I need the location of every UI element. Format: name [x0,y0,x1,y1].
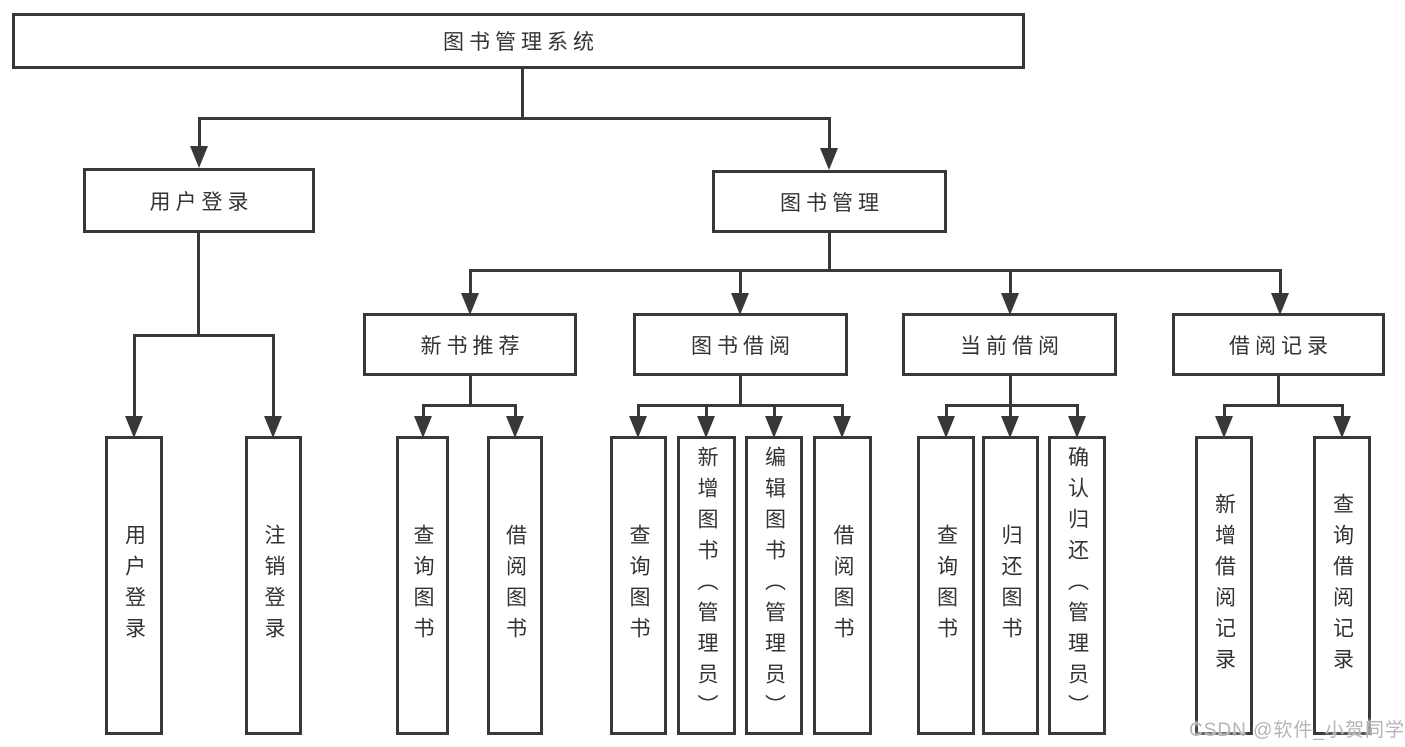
connector-line [1076,404,1079,418]
node-new-book-recommend-label: 新书推荐 [420,334,525,358]
connector-line [1341,404,1344,418]
leaf-logout-label: 注销登录 [262,523,285,648]
leaf-borrow-books-label: 借阅图书 [831,523,854,648]
leaf-add-borrow-record: 新增借阅记录 [1195,436,1253,735]
connector-line [198,117,831,120]
connector-line [945,404,1079,407]
node-user-login-label: 用户登录 [149,190,254,214]
connector-arrowhead [937,416,955,438]
node-new-book-recommend: 新书推荐 [363,313,577,376]
connector-arrowhead [190,146,208,168]
leaf-borrow-query-books: 查询图书 [610,436,667,735]
connector-line [1277,376,1280,407]
node-book-borrow: 图书借阅 [633,313,848,376]
connector-line [773,404,776,418]
connector-line [133,334,275,337]
connector-line [197,233,200,337]
leaf-edit-books-admin: 编辑图书（管理员） [745,436,803,735]
leaf-borrow-books: 借阅图书 [813,436,872,735]
leaf-return-books: 归还图书 [982,436,1039,735]
node-root: 图书管理系统 [12,13,1025,69]
connector-arrowhead [1271,293,1289,315]
leaf-return-books-label: 归还图书 [999,523,1022,648]
connector-line [739,269,742,296]
connector-arrowhead [414,416,432,438]
connector-arrowhead [1001,293,1019,315]
connector-line [1223,404,1226,418]
connector-arrowhead [833,416,851,438]
node-book-management-label: 图书管理 [780,191,884,215]
connector-line [469,269,472,296]
connector-arrowhead [1068,416,1086,438]
node-current-borrow-label: 当前借阅 [960,334,1064,358]
connector-line [1223,404,1344,407]
connector-line [1279,269,1282,296]
connector-arrowhead [264,416,282,438]
connector-arrowhead [820,148,838,170]
leaf-add-borrow-record-label: 新增借阅记录 [1212,492,1236,679]
connector-line [841,404,844,418]
node-borrow-records-label: 借阅记录 [1229,334,1333,358]
connector-line [133,334,136,418]
connector-line [705,404,708,418]
leaf-recommend-borrow-books: 借阅图书 [487,436,543,735]
connector-arrowhead [765,416,783,438]
leaf-add-books-admin-label: 新增图书（管理员） [695,446,718,725]
node-root-label: 图书管理系统 [443,31,599,54]
node-book-management: 图书管理 [712,170,947,233]
connector-line [422,404,425,418]
connector-arrowhead [461,293,479,315]
connector-line [1009,269,1012,296]
leaf-recommend-query-books-label: 查询图书 [411,523,434,648]
leaf-user-login: 用户登录 [105,436,163,735]
connector-line [739,376,742,407]
connector-line [198,117,201,149]
leaf-current-query-books: 查询图书 [917,436,975,735]
connector-line [637,404,844,407]
node-borrow-records: 借阅记录 [1172,313,1385,376]
leaf-confirm-return-admin: 确认归还（管理员） [1048,436,1106,735]
connector-line [469,269,1282,272]
connector-line [521,69,524,118]
connector-line [1009,404,1012,418]
connector-arrowhead [1333,416,1351,438]
connector-line [514,404,517,418]
csdn-watermark: CSDN @软件_小贺同学 [1189,720,1405,741]
leaf-add-books-admin: 新增图书（管理员） [677,436,736,735]
leaf-current-query-books-label: 查询图书 [934,523,958,648]
connector-arrowhead [1001,416,1019,438]
connector-line [828,117,831,151]
connector-line [945,404,948,418]
leaf-borrow-query-books-label: 查询图书 [627,523,650,648]
leaf-query-borrow-record-label: 查询借阅记录 [1330,492,1354,679]
node-user-login: 用户登录 [83,168,315,233]
connector-arrowhead [1215,416,1233,438]
connector-arrowhead [731,293,749,315]
node-current-borrow: 当前借阅 [902,313,1117,376]
connector-line [272,334,275,418]
leaf-logout: 注销登录 [245,436,302,735]
leaf-query-borrow-record: 查询借阅记录 [1313,436,1371,735]
connector-arrowhead [506,416,524,438]
connector-line [1009,376,1012,407]
connector-line [828,233,831,272]
leaf-user-login-label: 用户登录 [122,523,146,648]
leaf-recommend-query-books: 查询图书 [396,436,449,735]
leaf-edit-books-admin-label: 编辑图书（管理员） [762,446,786,725]
connector-line [469,376,472,407]
leaf-recommend-borrow-books-label: 借阅图书 [503,523,527,648]
connector-arrowhead [125,416,143,438]
node-book-borrow-label: 图书借阅 [691,334,795,358]
leaf-confirm-return-admin-label: 确认归还（管理员） [1065,446,1089,725]
connector-arrowhead [629,416,647,438]
connector-line [422,404,517,407]
connector-arrowhead [697,416,715,438]
connector-line [637,404,640,418]
